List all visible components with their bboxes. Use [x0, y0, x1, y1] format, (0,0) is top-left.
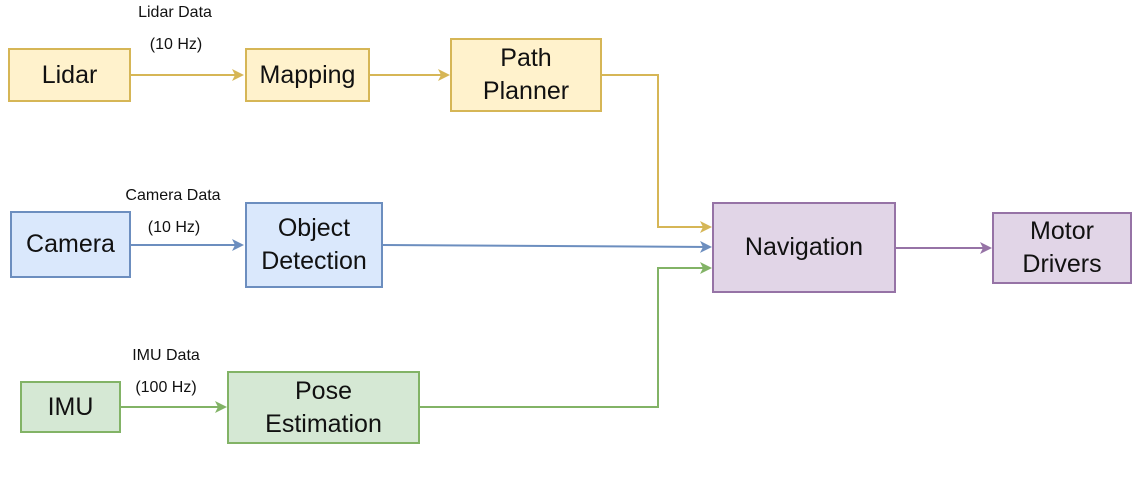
node-mapping: Mapping — [245, 48, 370, 102]
node-pose-estimation: Pose Estimation — [227, 371, 420, 444]
node-motor-drivers: Motor Drivers — [992, 212, 1132, 284]
label-lidar-rate: (10 Hz) — [149, 36, 203, 53]
edge-pose-estimation-to-navigation — [420, 262, 712, 408]
node-lidar: Lidar — [8, 48, 131, 102]
label-camera-data: Camera Data — [125, 187, 221, 204]
edge-object-detection-to-navigation — [382, 240, 712, 253]
label-camera-rate: (10 Hz) — [147, 219, 201, 236]
node-object-detection: Object Detection — [245, 202, 383, 288]
node-camera: Camera — [10, 211, 131, 278]
label-imu-data: IMU Data — [132, 347, 200, 364]
node-path-planner: Path Planner — [450, 38, 602, 112]
label-lidar-data: Lidar Data — [138, 4, 212, 21]
label-imu-rate: (100 Hz) — [135, 379, 197, 396]
node-navigation: Navigation — [712, 202, 896, 293]
node-imu: IMU — [20, 381, 121, 433]
edge-path-planner-to-navigation — [602, 74, 712, 233]
